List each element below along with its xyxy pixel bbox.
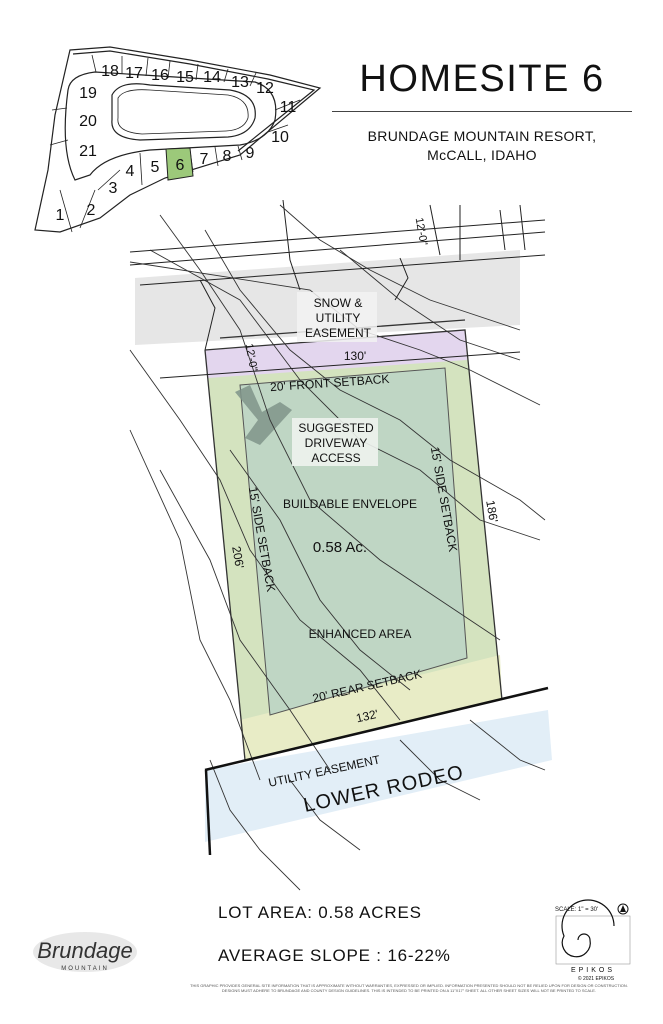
brundage-logo-text: Brundage bbox=[37, 938, 132, 963]
lot-label-18: 18 bbox=[101, 63, 119, 80]
location-subtitle: BRUNDAGE MOUNTAIN RESORT, McCALL, IDAHO bbox=[332, 127, 632, 165]
top-offset-dim-label: 12'-0" bbox=[413, 217, 430, 247]
front-length-label: 130' bbox=[344, 349, 366, 363]
front-offset-dim-label: 12'-0" bbox=[243, 343, 260, 373]
lot-label-8: 8 bbox=[223, 148, 232, 165]
lot-label-9: 9 bbox=[246, 145, 255, 162]
lot-label-7: 7 bbox=[200, 151, 209, 168]
rear-length-label: 132' bbox=[355, 707, 380, 726]
lot-label-2: 2 bbox=[87, 202, 96, 219]
title-divider bbox=[332, 111, 632, 112]
scale-label: SCALE: 1" = 30' bbox=[555, 907, 598, 913]
driveway-label-line-3: ACCESS bbox=[311, 451, 360, 465]
buildable-envelope-label: BUILDABLE ENVELOPE bbox=[283, 497, 417, 511]
easement-label-line-2: UTILITY bbox=[316, 311, 361, 325]
key-map-inner-loop-edge bbox=[117, 89, 249, 135]
brundage-logo-mark bbox=[33, 932, 137, 972]
brundage-logo-sub: MOUNTAIN bbox=[61, 966, 109, 972]
epikos-logo: SCALE: 1" = 30' EPIKOS © 2021 EPIKOS bbox=[555, 899, 631, 982]
front-setback-band bbox=[205, 330, 467, 378]
copyright-label: © 2021 EPIKOS bbox=[578, 975, 615, 982]
lot-label-21: 21 bbox=[79, 143, 97, 160]
key-map-lot-6-highlight bbox=[165, 147, 194, 181]
driveway-label-bg bbox=[292, 418, 378, 466]
key-map-outline bbox=[34, 46, 322, 233]
epikos-wordmark: EPIKOS bbox=[571, 967, 615, 974]
driveway-label-line-2: DRIVEWAY bbox=[305, 436, 368, 450]
lot-label-5: 5 bbox=[151, 159, 160, 176]
brundage-logo: Brundage MOUNTAIN bbox=[33, 932, 137, 972]
lot-label-3: 3 bbox=[109, 180, 118, 197]
lot-label-1: 1 bbox=[56, 207, 65, 224]
lot-label-6: 6 bbox=[176, 157, 185, 174]
lot-label-4: 4 bbox=[126, 163, 135, 180]
key-map-ring-road bbox=[64, 71, 277, 181]
lot-label-16: 16 bbox=[151, 67, 169, 84]
key-map bbox=[34, 46, 322, 233]
average-slope-stat: AVERAGE SLOPE : 16-22% bbox=[218, 946, 451, 965]
lot-label-10: 10 bbox=[271, 129, 289, 146]
lot-label-14: 14 bbox=[203, 69, 221, 86]
road-edge bbox=[204, 686, 549, 856]
lot-area-stat: LOT AREA: 0.58 ACRES bbox=[218, 903, 422, 922]
epikos-spiral-mark bbox=[561, 899, 615, 958]
property-lines-top bbox=[129, 199, 546, 379]
lot-label-13: 13 bbox=[231, 74, 249, 91]
page-title: HOMESITE 6 bbox=[359, 58, 605, 100]
lot-label-20: 20 bbox=[79, 113, 97, 130]
lot-label-12: 12 bbox=[256, 80, 274, 97]
enhanced-area-label: ENHANCED AREA bbox=[309, 627, 412, 641]
lot-label-15: 15 bbox=[176, 69, 194, 86]
lot-label-19: 19 bbox=[79, 85, 97, 102]
lot-label-17: 17 bbox=[125, 65, 143, 82]
subtitle-line-2: McCALL, IDAHO bbox=[427, 147, 537, 163]
acreage-label: 0.58 Ac. bbox=[313, 539, 367, 556]
road-band bbox=[205, 710, 552, 842]
suggested-driveway bbox=[235, 385, 292, 445]
north-arrow-icon bbox=[617, 903, 629, 915]
easement-label-bg bbox=[297, 292, 377, 342]
subtitle-line-1: BRUNDAGE MOUNTAIN RESORT, bbox=[367, 128, 597, 144]
easement-label-line-3: EASEMENT bbox=[305, 326, 372, 340]
left-length-label: 206' bbox=[229, 545, 247, 569]
driveway-label-line-1: SUGGESTED bbox=[298, 421, 374, 435]
key-map-road-edge bbox=[72, 50, 316, 152]
disclaimer: THIS GRAPHIC PROVIDES GENERAL SITE INFOR… bbox=[190, 983, 628, 993]
key-map-inner-loop bbox=[111, 83, 256, 141]
key-map-lot-labels: 18 17 16 15 14 13 12 19 11 20 10 21 4 5 … bbox=[56, 63, 297, 224]
right-length-label: 186' bbox=[483, 499, 501, 523]
lot-label-11: 11 bbox=[280, 99, 297, 116]
easement-label-line-1: SNOW & bbox=[314, 296, 363, 310]
